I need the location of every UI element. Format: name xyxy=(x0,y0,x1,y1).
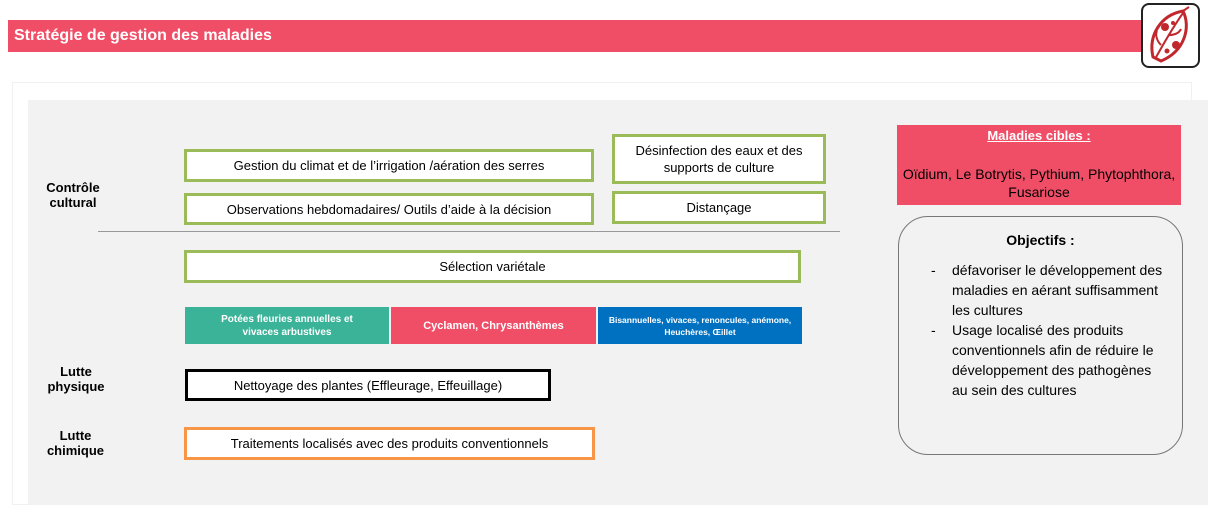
box-gestion-climat: Gestion du climat et de l’irrigation /aé… xyxy=(184,149,594,182)
objectif-item: -Usage localisé des produits conventionn… xyxy=(931,322,1154,398)
row-label-controle-cultural: Contrôle cultural xyxy=(46,180,100,210)
category-bisannuelles: Bisannuelles, vivaces, renoncules, anémo… xyxy=(598,307,802,344)
box-selection-varietale: Sélection variétale xyxy=(184,250,801,283)
box-nettoyage: Nettoyage des plantes (Effleurage, Effeu… xyxy=(185,369,551,401)
objectifs-list: -défavoriser le développement des maladi… xyxy=(924,260,1169,400)
box-traitements: Traitements localisés avec des produits … xyxy=(184,427,595,460)
page-title: Stratégie de gestion des maladies xyxy=(14,27,272,44)
maladies-cibles-list: Oïdium, Le Botrytis, Pythium, Phytophtho… xyxy=(902,166,1176,200)
maladies-cibles-title: Maladies cibles : xyxy=(987,128,1091,143)
objectifs-title: Objectifs : xyxy=(1006,232,1075,248)
objectif-item: -défavoriser le développement des maladi… xyxy=(931,262,1163,318)
box-distancage: Distançage xyxy=(612,191,826,224)
box-observations: Observations hebdomadaires/ Outils d’aid… xyxy=(184,193,594,225)
category-cyclamen: Cyclamen, Chrysanthèmes xyxy=(391,307,596,344)
diseased-leaf-icon xyxy=(1141,3,1200,68)
objectifs-box: Objectifs : -défavoriser le développemen… xyxy=(898,216,1183,455)
maladies-cibles-box: Maladies cibles : Oïdium, Le Botrytis, P… xyxy=(897,125,1181,205)
row-label-lutte-chimique: Lutte chimique xyxy=(46,428,105,458)
row-label-lutte-physique: Lutte physique xyxy=(47,364,105,394)
divider-line xyxy=(98,231,840,232)
category-potees-fleuries: Potées fleuries annuelles et vivaces arb… xyxy=(185,307,389,344)
box-desinfection: Désinfection des eaux et des supports de… xyxy=(612,134,826,184)
title-bar: Stratégie de gestion des maladies xyxy=(8,20,1200,52)
